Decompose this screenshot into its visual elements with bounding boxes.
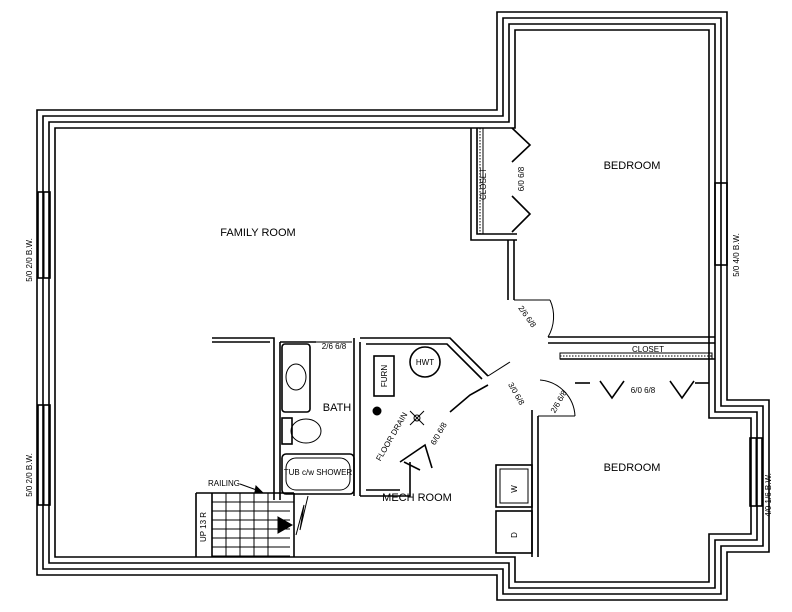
sink-icon <box>285 363 307 391</box>
mech-fixtures <box>372 346 441 426</box>
floor-drain-dot-icon <box>372 406 382 416</box>
windows <box>37 182 763 507</box>
label-window-right-upper: 5/0 4/0 B.W. <box>732 233 741 277</box>
label-floor-drain: FLOOR DRAIN <box>374 411 409 463</box>
furnace <box>373 355 395 397</box>
swing-doors <box>316 299 576 417</box>
label-bath: BATH <box>323 402 352 414</box>
label-window-right-lower: 4/0 1/6 B.W. <box>764 473 773 517</box>
label-bedroom-top: BEDROOM <box>604 160 661 172</box>
label-window-left-lower: 5/0 2/0 B.W. <box>25 453 34 497</box>
label-railing: RAILING <box>208 479 240 488</box>
bathtub <box>281 453 355 495</box>
label-closet-bottom: CLOSET <box>632 345 664 354</box>
stairs <box>195 483 309 557</box>
floor-drain-icon <box>409 410 425 426</box>
label-dryer: D <box>510 532 519 538</box>
label-mech-room: MECH ROOM <box>382 492 452 504</box>
label-family-room: FAMILY ROOM <box>220 227 295 239</box>
stair-arrow-icon <box>277 516 294 534</box>
label-tub: TUB c/w SHOWER <box>284 468 353 477</box>
label-washer: W <box>510 485 519 493</box>
label-furn: FURN <box>380 365 389 387</box>
vanity <box>281 343 311 413</box>
label-hwt: HWT <box>416 358 434 367</box>
dryer <box>495 510 533 554</box>
label-door-bath: 2/6 6/8 <box>322 342 347 351</box>
label-door-bed-bottom: 2/6 6/8 <box>549 388 569 414</box>
exterior-walls <box>36 11 770 601</box>
bifold-doors <box>399 127 695 469</box>
closet-shelves <box>476 127 713 360</box>
label-door-closet-bottom: 6/0 6/8 <box>631 386 656 395</box>
toilet-tank <box>281 417 293 445</box>
label-door-bed-top: 2/6 6/8 <box>516 304 538 330</box>
label-closet-top: CLOSET <box>479 168 488 200</box>
bath-fixtures <box>281 343 355 495</box>
label-stair: UP 13 R <box>199 512 208 542</box>
hwt-tank <box>409 346 441 378</box>
toilet-icon <box>290 418 322 444</box>
label-window-left-upper: 5/0 2/0 B.W. <box>25 238 34 282</box>
label-door-mech-b: 6/0 6/8 <box>429 420 449 446</box>
washer <box>495 464 533 508</box>
label-bedroom-bottom: BEDROOM <box>604 462 661 474</box>
label-door-mech-a: 3/0 6/8 <box>506 381 526 407</box>
interior-walls <box>212 128 715 557</box>
label-door-closet-top: 6/0 6/8 <box>517 166 526 191</box>
laundry <box>495 464 533 554</box>
